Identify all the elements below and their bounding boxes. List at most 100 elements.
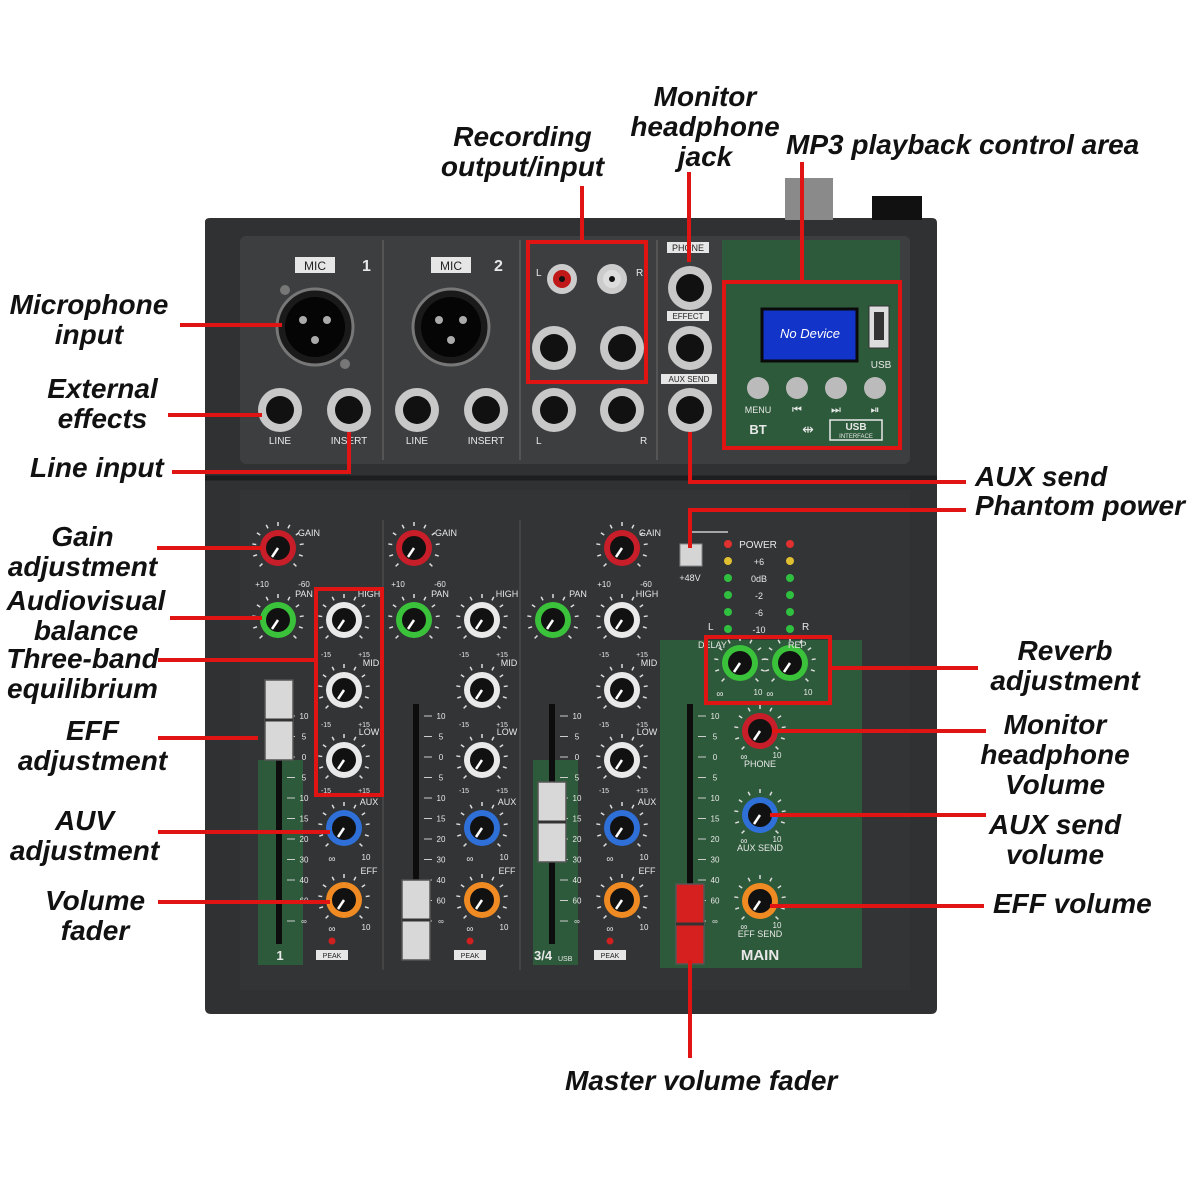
main-output-block: L R	[532, 264, 644, 370]
next-button[interactable]	[825, 377, 847, 399]
eff-label-1: EFF	[361, 866, 379, 876]
plus48-label: +48V	[679, 573, 700, 583]
eq-low-knob-2[interactable]	[456, 734, 508, 779]
peak-box-1	[316, 950, 348, 960]
aux-send-jack[interactable]	[668, 388, 712, 432]
fader-2-tick-10: ∞	[438, 917, 444, 926]
eff-knob-1[interactable]	[318, 874, 370, 919]
eq-mid-knob-3[interactable]	[596, 664, 648, 709]
rca-l-label: L	[536, 268, 542, 279]
delay-knob[interactable]	[714, 637, 766, 682]
phone-min: ∞	[740, 752, 747, 763]
fader-3-tick-10: ∞	[574, 917, 580, 926]
eff-knob-2[interactable]	[456, 874, 508, 919]
aux-min-2: ∞	[466, 854, 473, 865]
eq-low-knob-3[interactable]	[596, 734, 648, 779]
eq-high-knob-3[interactable]	[596, 594, 648, 639]
eq-mid-knob-2[interactable]	[456, 664, 508, 709]
aux-max-1: 10	[362, 853, 371, 862]
aux-knob-3[interactable]	[596, 802, 648, 847]
mp3-module: No Device USB MENU ⏮ ⏭ ⏯ BT USB INTERFAC…	[745, 305, 892, 441]
eff-send-volume-knob[interactable]	[734, 875, 786, 920]
aux-send-volume-knob[interactable]	[734, 789, 786, 834]
channel-1-input: MIC 1	[275, 257, 371, 369]
line-label-2: LINE	[406, 436, 429, 447]
pan-knob-3[interactable]	[527, 594, 579, 639]
pan-knob-2[interactable]	[388, 594, 440, 639]
aux-label-3: AUX	[638, 797, 657, 807]
eq-max-3-2: +15	[636, 788, 648, 795]
line-jack-l[interactable]	[532, 388, 576, 432]
gain-knob-3[interactable]	[596, 522, 648, 567]
meter-led-l-4	[724, 625, 732, 633]
prev-button[interactable]	[786, 377, 808, 399]
fader-2-tick-3: 5	[439, 774, 444, 783]
play-button[interactable]	[864, 377, 886, 399]
pan-label-3: PAN	[569, 589, 587, 599]
fader-2-tick-1: 5	[439, 733, 444, 742]
fader-3-tick-8: 40	[573, 876, 582, 885]
gain-knob-2[interactable]	[388, 522, 440, 567]
phone-volume-knob[interactable]	[734, 705, 786, 750]
line-jack-r[interactable]	[600, 388, 644, 432]
gain-label-2: GAIN	[435, 528, 457, 538]
callout-phantom: Phantom power	[975, 490, 1186, 521]
fader-1-tick-10: ∞	[301, 917, 307, 926]
eq-mid-knob-1[interactable]	[318, 664, 370, 709]
pan-knob-1[interactable]	[252, 594, 304, 639]
gain-min-3: +10	[597, 580, 611, 589]
aux-max-3: 10	[640, 853, 649, 862]
meter-r-label: R	[802, 622, 809, 633]
peak-led-3	[606, 937, 614, 945]
jack-row: LINE INSERT LINE INSERT L R	[258, 388, 712, 447]
eq-max-3-1: +15	[636, 722, 648, 729]
aux-min-1: ∞	[328, 854, 335, 865]
eq-low-knob-1[interactable]	[318, 734, 370, 779]
rca-r-label: R	[636, 268, 643, 279]
eff-min-3: ∞	[606, 924, 613, 935]
menu-button[interactable]	[747, 377, 769, 399]
eq-high-knob-2[interactable]	[456, 594, 508, 639]
meter-label-1: 0dB	[751, 574, 767, 584]
master-fader-tick-6: 20	[711, 835, 720, 844]
low-label-3: LOW	[637, 727, 658, 737]
mid-label-3: MID	[641, 658, 658, 668]
meter-led-l-2	[724, 591, 732, 599]
callout-aux-send: AUX send	[975, 461, 1108, 492]
auxsend-min: ∞	[740, 836, 747, 847]
aux-knob-1[interactable]	[318, 802, 370, 847]
eff-min-1: ∞	[328, 924, 335, 935]
line-jack-2[interactable]	[395, 388, 439, 432]
ch2-number: 2	[494, 258, 503, 275]
l-label: L	[536, 436, 542, 447]
gain-max-1: -60	[298, 580, 310, 589]
gain-knob-1[interactable]	[252, 522, 304, 567]
eq-max-2-1: +15	[496, 722, 508, 729]
low-label-1: LOW	[359, 727, 380, 737]
mid-label-1: MID	[363, 658, 380, 668]
line-jack-1[interactable]	[258, 388, 302, 432]
rev-max-1: 10	[804, 688, 813, 697]
insert-jack-1[interactable]	[327, 388, 371, 432]
fader-1-tick-5: 15	[300, 815, 309, 824]
master-fader-tick-8: 40	[711, 876, 720, 885]
aux-knob-2[interactable]	[456, 802, 508, 847]
eq-min-3-0: -15	[599, 652, 609, 659]
delay-label: DELAY	[698, 640, 727, 650]
fader-2-tick-5: 15	[437, 815, 446, 824]
aux-send-label: AUX SEND	[669, 375, 710, 384]
gain-max-2: -60	[434, 580, 446, 589]
menu-label: MENU	[745, 405, 772, 415]
eff-knob-3[interactable]	[596, 874, 648, 919]
rep-knob[interactable]	[764, 637, 816, 682]
fader-1-tick-3: 5	[302, 774, 307, 783]
eq-high-knob-1[interactable]	[318, 594, 370, 639]
eff-max-2: 10	[500, 923, 509, 932]
insert-jack-2[interactable]	[464, 388, 508, 432]
